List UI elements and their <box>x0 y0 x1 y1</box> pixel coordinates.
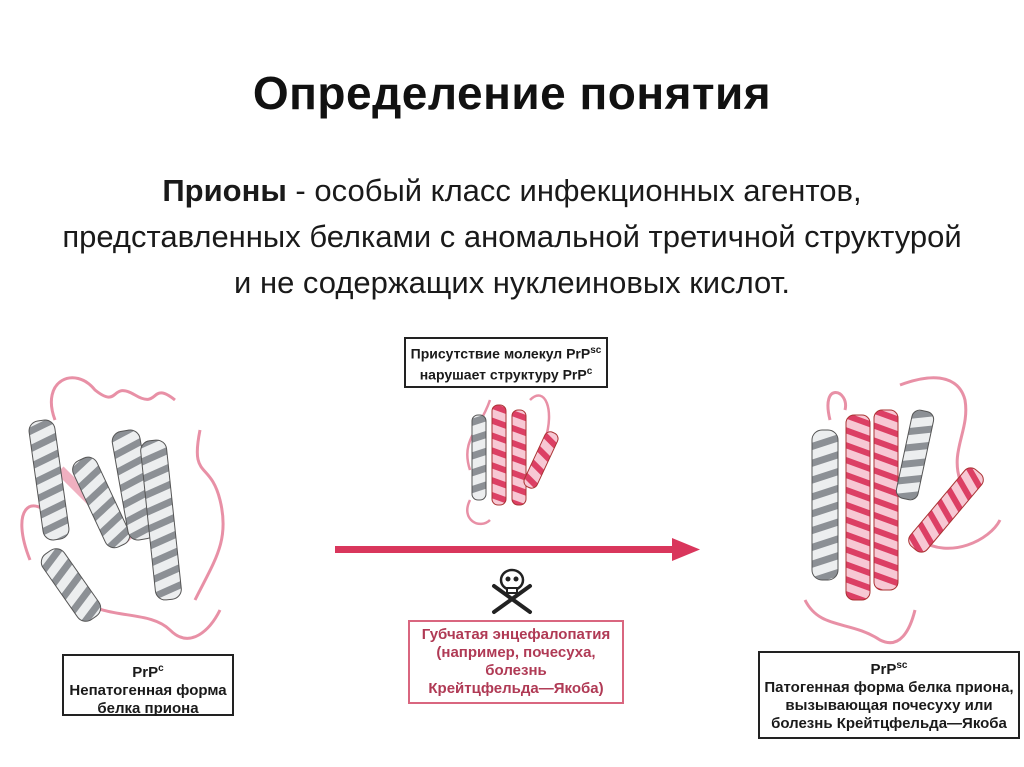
prp-c-molecule <box>20 376 225 640</box>
prp-sc-molecule <box>803 376 1002 645</box>
right-arrow-icon <box>335 538 700 561</box>
definition-text: Прионы - особый класс инфекционных агент… <box>60 168 964 306</box>
definition-term: Прионы <box>162 173 287 208</box>
label-prp-sc-presence: Присутствие молекул PrPsc нарушает струк… <box>404 337 608 389</box>
skull-crossbones-icon <box>492 568 532 614</box>
definition-body: - особый класс инфекционных агентов, пре… <box>62 173 962 300</box>
label-spongiform-encephalopathy: Губчатая энцефалопатия (например, почесу… <box>408 620 624 704</box>
slide-title: Определение понятия <box>252 67 772 119</box>
label-prp-sc: PrPsc Патогенная форма белка приона, выз… <box>758 651 1020 739</box>
label-prp-c: PrPc Непатогенная форма белка приона <box>62 654 234 717</box>
transition-molecule <box>466 394 559 526</box>
